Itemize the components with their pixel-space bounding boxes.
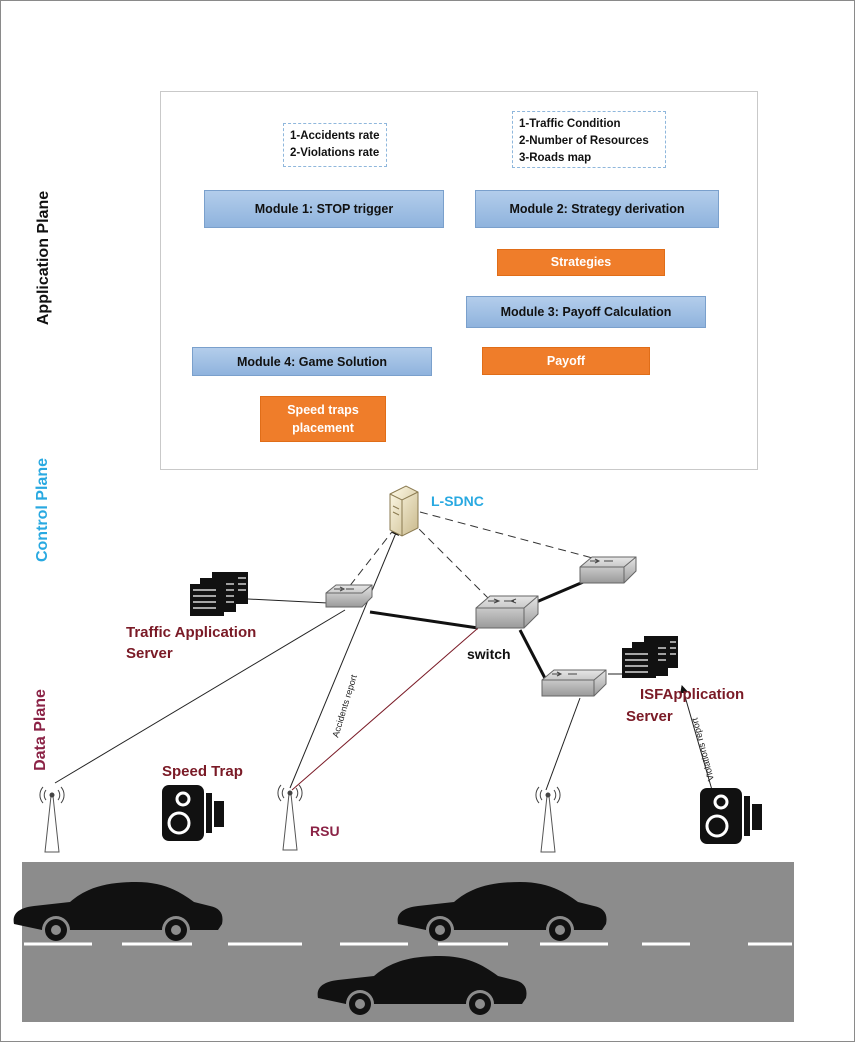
isf-server-label: ISFApplication Server xyxy=(626,684,745,728)
payoff-box[interactable]: Payoff xyxy=(482,347,650,375)
rsu-antenna-icon[interactable] xyxy=(277,784,303,851)
input-item: 3-Roads map xyxy=(519,152,592,164)
traffic-server-label-line1: Traffic Application xyxy=(126,624,257,641)
input-item: 1-Accidents rate xyxy=(290,130,380,142)
rsu-antenna-icon[interactable] xyxy=(39,786,65,853)
rsu-label: RSU xyxy=(310,823,340,839)
data-plane-label: Data Plane xyxy=(32,689,49,771)
speed-traps-placement-box[interactable]: Speed traps placement xyxy=(260,396,386,442)
module-1-stop-trigger[interactable]: Module 1: STOP trigger xyxy=(204,190,444,228)
isf-server-label-line2: Server xyxy=(626,708,673,725)
module-3-payoff-calculation[interactable]: Module 3: Payoff Calculation xyxy=(466,296,706,328)
input-item: 2-Number of Resources xyxy=(519,135,649,147)
application-plane-panel xyxy=(160,91,758,470)
speed-trap-camera-icon[interactable] xyxy=(700,788,762,844)
speed-trap-label: Speed Trap xyxy=(162,763,243,780)
isf-server-icon[interactable] xyxy=(622,636,678,678)
car-icon xyxy=(397,882,607,941)
control-plane-label: Control Plane xyxy=(34,458,51,563)
switch-icon[interactable] xyxy=(541,669,607,697)
rsu-antenna-icon[interactable] xyxy=(535,786,561,853)
traffic-server-label-line2: Server xyxy=(126,645,173,662)
traffic-server-label: Traffic Application Server xyxy=(126,622,256,664)
module-2-strategy-derivation[interactable]: Module 2: Strategy derivation xyxy=(475,190,719,228)
speed-trap-camera-icon[interactable] xyxy=(162,785,224,841)
rsu-to-switch-link xyxy=(291,621,486,791)
input-item: 1-Traffic Condition xyxy=(519,118,621,130)
application-plane-label: Application Plane xyxy=(35,190,52,326)
isf-server-label-line1: ISFApplication xyxy=(640,686,745,703)
input-list-left: 1-Accidents rate 2-Violations rate xyxy=(283,123,387,167)
switch-label: switch xyxy=(467,646,511,662)
input-item: 2-Violations rate xyxy=(290,147,380,159)
control-links xyxy=(344,511,601,601)
switch-links xyxy=(369,578,589,685)
module-4-game-solution[interactable]: Module 4: Game Solution xyxy=(192,347,432,376)
car-icon xyxy=(317,956,527,1015)
switch-icon[interactable] xyxy=(475,595,539,629)
controller-label: L-SDNC xyxy=(431,493,484,509)
controller-server-icon[interactable] xyxy=(389,485,419,537)
strategies-box[interactable]: Strategies xyxy=(497,249,665,276)
car-icon xyxy=(13,882,223,941)
thin-links xyxy=(54,527,713,791)
placement-line2: placement xyxy=(292,421,354,435)
switch-icon[interactable] xyxy=(325,584,373,608)
placement-line1: Speed traps xyxy=(287,402,359,417)
accidents-report-label: Accidents report xyxy=(330,673,359,739)
input-list-right: 1-Traffic Condition 2-Number of Resource… xyxy=(512,111,666,168)
traffic-server-icon[interactable] xyxy=(190,572,248,616)
switch-icon[interactable] xyxy=(579,556,637,584)
